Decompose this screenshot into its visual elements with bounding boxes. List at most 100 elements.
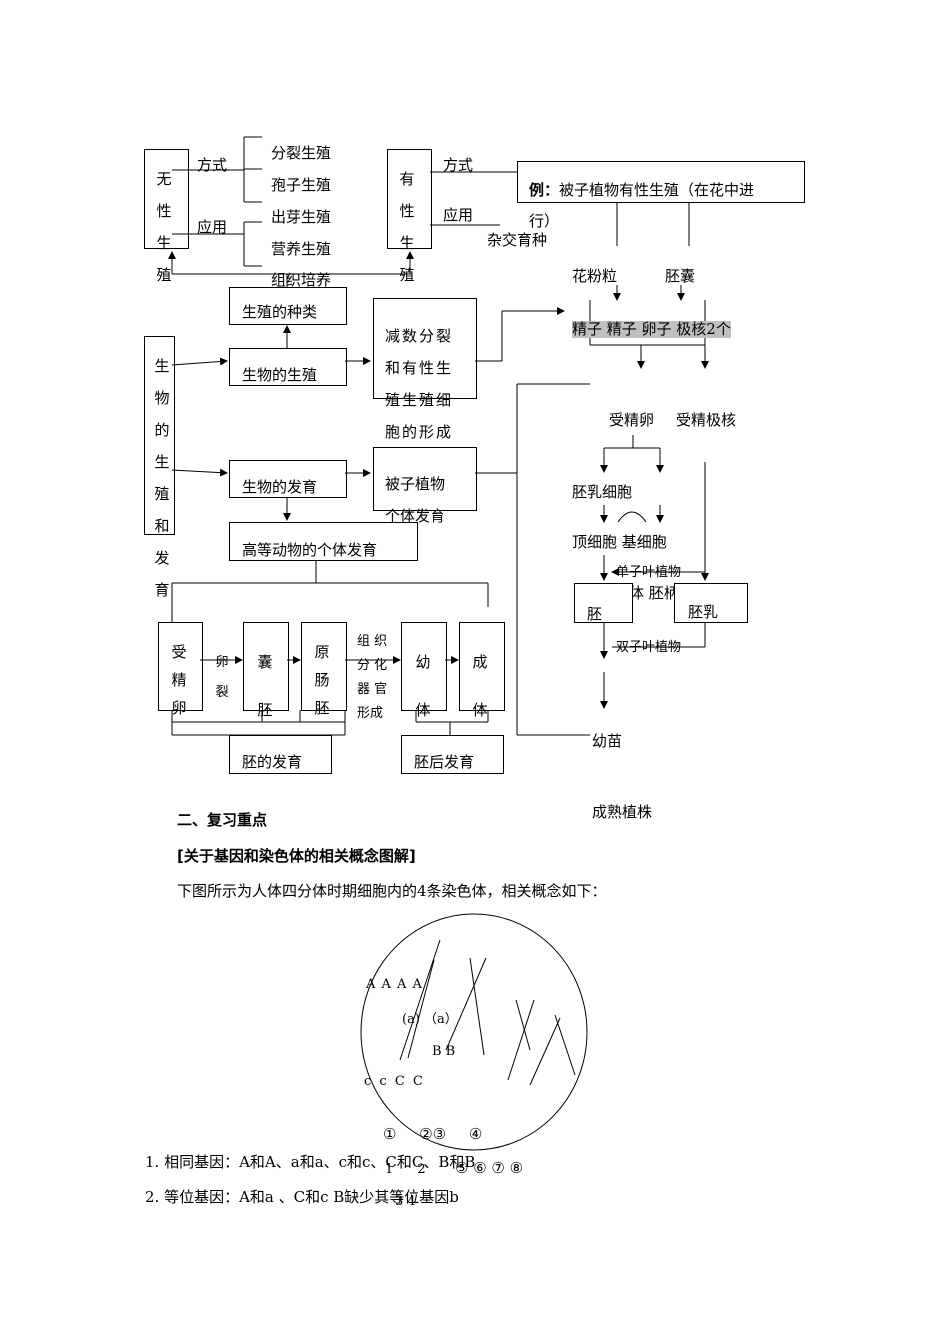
bio-develop-label: 生物的发育 xyxy=(242,478,318,496)
dicot-label: 双子叶植物 xyxy=(616,640,682,655)
meiosis-label: 减数分裂 和有性生 殖生殖细 胞的形成 xyxy=(385,320,453,448)
genes-small-label: (a) （a） xyxy=(402,1012,458,1027)
gastrula-box xyxy=(301,622,347,711)
main-char-6: 和 xyxy=(154,517,170,535)
gastrula-label: 原 肠 胚 xyxy=(312,638,332,722)
main-char-3: 的 xyxy=(154,421,170,439)
cleave-label: 卵 裂 xyxy=(212,648,232,708)
meiosis-line-1: 减数分裂 xyxy=(385,327,454,345)
mature-label: 成熟植株 xyxy=(592,803,653,821)
gastrula-char-2: 肠 xyxy=(314,671,330,689)
zygote-char-1: 受 xyxy=(171,643,187,661)
section-intro: 下图所示为人体四分体时期细胞内的4条染色体，相关概念如下： xyxy=(177,882,607,900)
example-tail: 行） xyxy=(529,212,560,230)
repro-types-label: 生殖的种类 xyxy=(242,303,318,321)
angio-label: 被子植物 个体发育 xyxy=(385,468,445,532)
main-title: 生 物 的 生 殖 和 发 育 xyxy=(152,350,172,606)
adult-box xyxy=(459,622,505,711)
endosperm-label: 胚乳 xyxy=(688,603,719,621)
organ-line-3: 器 官 xyxy=(357,682,388,697)
asexual-char-2: 性 xyxy=(156,202,172,220)
meiosis-line-2: 和有性生 xyxy=(385,359,454,377)
embryo-sac-label: 胚囊 xyxy=(665,267,696,285)
zygote-char-3: 卵 xyxy=(171,699,187,717)
larva-box xyxy=(401,622,447,711)
main-char-1: 生 xyxy=(154,357,170,375)
organ-line-4: 形成 xyxy=(357,706,384,721)
blastula-char-2: 胚 xyxy=(257,701,273,719)
genes-c-label: c c C C xyxy=(364,1074,425,1089)
note-1: 1. 相同基因：A和A、a和a、c和c、C和C、B和B xyxy=(145,1153,476,1171)
gastrula-char-1: 原 xyxy=(314,643,330,661)
zygote-box xyxy=(158,622,203,711)
example-rest: 被子植物有性生殖（在花中进 xyxy=(559,181,755,199)
section-heading: 二、复习重点 xyxy=(177,811,268,829)
mono-label: 单子叶植物 xyxy=(616,565,682,580)
note-2: 2. 等位基因：A和a 、C和c B缺少其等位基因b xyxy=(145,1188,459,1206)
blastula-char-1: 囊 xyxy=(257,653,273,671)
adult-label: 成 体 xyxy=(470,638,490,734)
zygote-char-2: 精 xyxy=(171,671,187,689)
genes-b-label: B B xyxy=(432,1044,456,1059)
asexual-box xyxy=(144,149,189,249)
sexual-char-3: 生 xyxy=(399,234,415,252)
meiosis-line-4: 胞的形成 xyxy=(385,423,454,441)
gastrula-char-3: 胚 xyxy=(314,699,330,717)
figure-numbers: ① ②③ ④ xyxy=(383,1125,483,1143)
sexual-char-4: 殖 xyxy=(399,266,415,284)
sexual-box xyxy=(387,149,432,249)
asexual-apply-label: 应用 xyxy=(197,218,228,236)
figure-numbers-4: 3 4 xyxy=(395,1194,416,1209)
endosperm-box xyxy=(674,583,748,623)
angio-line-2: 个体发育 xyxy=(385,507,446,525)
asexual-method-label: 方式 xyxy=(197,156,228,174)
bio-develop-box xyxy=(229,460,347,498)
sexual-char-1: 有 xyxy=(399,170,415,188)
organ-label: 组 织 分 化 器 官 形成 xyxy=(357,630,387,726)
postembryonic-box xyxy=(401,735,504,774)
animal-develop-box xyxy=(229,522,418,561)
adult-char-1: 成 xyxy=(472,653,488,671)
embryo-box xyxy=(574,583,633,623)
figure-numbers-2: ⑤ ⑥ ⑦ ⑧ xyxy=(455,1159,524,1177)
cleave-char-2: 裂 xyxy=(215,685,229,700)
meiosis-box xyxy=(373,298,477,399)
main-char-5: 殖 xyxy=(154,485,170,503)
seedling-label: 幼苗 xyxy=(592,732,623,750)
larva-label: 幼 体 xyxy=(413,638,433,734)
sexual-apply-label: 应用 xyxy=(443,206,474,224)
gametes-label: 精子 精子 卵子 极核2个 xyxy=(572,320,731,338)
larva-char-1: 幼 xyxy=(415,653,431,671)
pollen-label: 花粉粒 xyxy=(572,267,618,285)
sexual-char-2: 性 xyxy=(399,202,415,220)
asexual-method-2: 孢子生殖 xyxy=(271,176,332,194)
asexual-title: 无 性 生 殖 xyxy=(154,163,174,291)
example-bold: 例： xyxy=(529,181,560,199)
animal-develop-label: 高等动物的个体发育 xyxy=(242,541,378,559)
main-box xyxy=(144,336,175,535)
cleave-char-1: 卵 xyxy=(215,655,229,670)
asexual-apply: 组织培养 xyxy=(271,271,332,289)
section-subheading: [关于基因和染色体的相关概念图解] xyxy=(177,847,416,865)
sexual-apply-item: 杂交育种 xyxy=(487,231,548,249)
top-basal-label: 顶细胞 基细胞 xyxy=(572,533,667,551)
figure-numbers-3: 1 2 xyxy=(385,1162,426,1177)
postembryonic-label: 胚后发育 xyxy=(414,753,475,771)
asexual-char-1: 无 xyxy=(156,170,172,188)
larva-char-2: 体 xyxy=(415,701,431,719)
asexual-char-3: 生 xyxy=(156,234,172,252)
asexual-method-3: 出芽生殖 xyxy=(271,208,332,226)
proembryo-label: 胚乳细胞 xyxy=(572,483,633,501)
genes-a-label: A A A A xyxy=(366,977,423,992)
main-char-2: 物 xyxy=(154,389,170,407)
bio-repro-box xyxy=(229,348,347,386)
angio-line-1: 被子植物 xyxy=(385,475,446,493)
example-text: 例：被子植物有性生殖（在花中进 xyxy=(529,183,754,198)
blastula-label: 囊 胚 xyxy=(255,638,275,734)
organ-line-2: 分 化 xyxy=(357,658,388,673)
blastula-box xyxy=(243,622,289,711)
sexual-title: 有 性 生 殖 xyxy=(397,163,417,291)
angio-box xyxy=(373,447,477,511)
